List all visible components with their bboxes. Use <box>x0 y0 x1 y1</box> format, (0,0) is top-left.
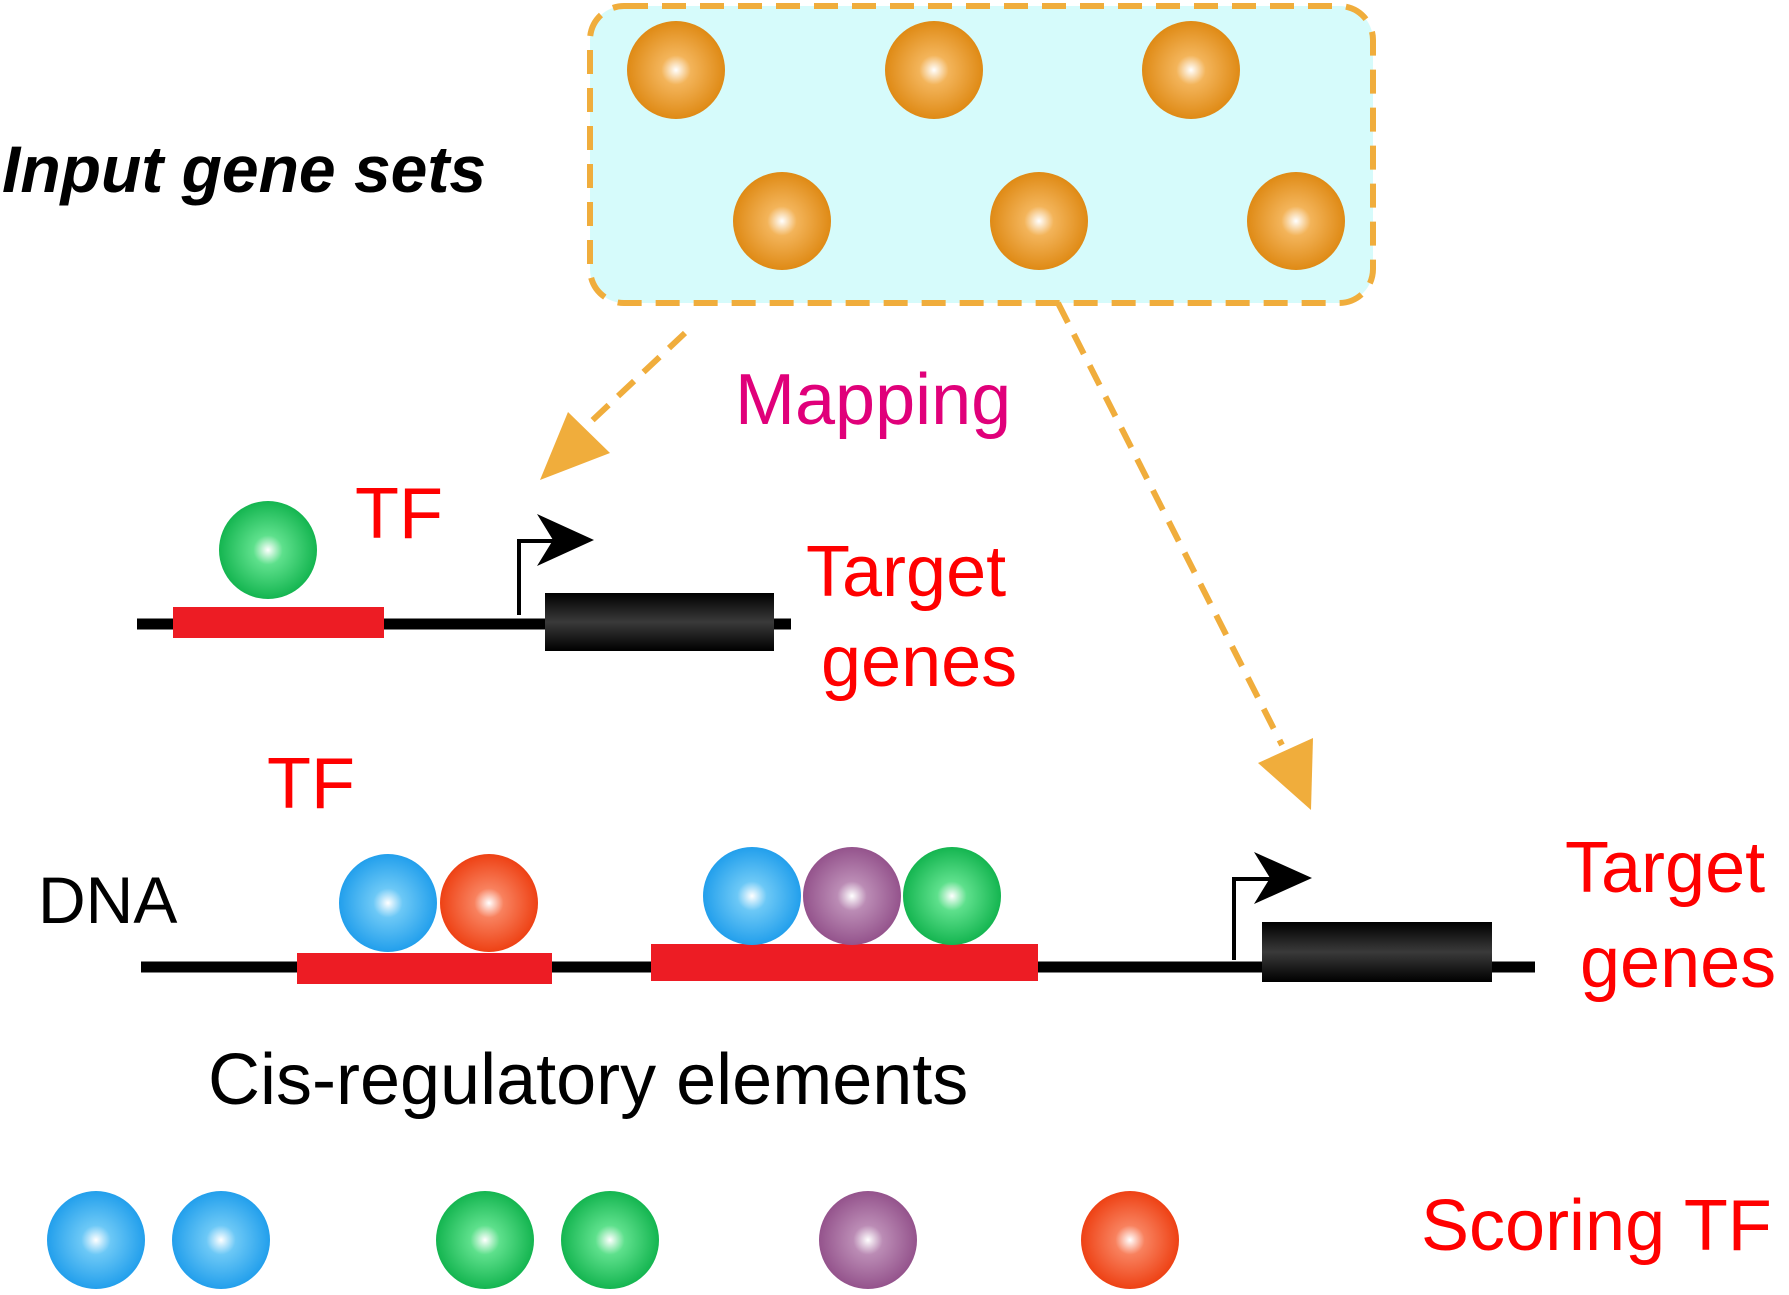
mapping-arrow-left <box>577 330 688 435</box>
gene-block-top <box>545 593 774 651</box>
target-genes-label-bottom-line2: genes <box>1580 923 1776 1003</box>
mapping-arrowhead-left-icon <box>540 412 610 480</box>
cis-element-bottom-2 <box>651 944 1038 981</box>
tss-arrowhead-bottom-icon <box>1254 852 1312 904</box>
gene-sphere-icon <box>627 21 725 119</box>
tf-green-sphere-icon <box>903 847 1001 945</box>
scoring-tf-blue-sphere-icon <box>172 1191 270 1289</box>
tss-arrowhead-top-icon <box>537 514 594 566</box>
target-genes-label-bottom-line1: Target <box>1565 828 1765 908</box>
tf-label-top: TF <box>355 474 443 554</box>
cis-regulatory-elements-label: Cis-regulatory elements <box>208 1040 968 1120</box>
tf-green-sphere-icon <box>219 501 317 599</box>
gene-sphere-icon <box>1142 21 1240 119</box>
mapping-arrow-right <box>1055 301 1285 747</box>
gene-sphere-icon <box>990 172 1088 270</box>
scoring-tf-blue-sphere-icon <box>47 1191 145 1289</box>
mapping-label: Mapping <box>735 360 1011 440</box>
scoring-tf-purple-sphere-icon <box>819 1191 917 1289</box>
scoring-tf-green-sphere-icon <box>436 1191 534 1289</box>
cis-element-bottom-1 <box>297 953 552 984</box>
dna-label: DNA <box>38 863 177 937</box>
mapping-arrowhead-right-icon <box>1258 738 1313 810</box>
target-genes-label-top-line2: genes <box>821 622 1017 702</box>
tf-purple-sphere-icon <box>803 847 901 945</box>
tf-label-bottom: TF <box>267 744 355 824</box>
scoring-tf-red-sphere-icon <box>1081 1191 1179 1289</box>
tf-blue-sphere-icon <box>703 847 801 945</box>
input-gene-sets-label: Input gene sets <box>2 132 486 206</box>
gene-block-bottom <box>1262 922 1492 982</box>
tf-red-sphere-icon <box>440 854 538 952</box>
tss-arrow-bottom-icon <box>1232 877 1275 960</box>
tf-blue-sphere-icon <box>339 854 437 952</box>
target-genes-label-top-line1: Target <box>806 532 1006 612</box>
scoring-tf-label: Scoring TF <box>1421 1186 1772 1266</box>
tss-arrow-top-icon <box>517 539 560 615</box>
scoring-tf-green-sphere-icon <box>561 1191 659 1289</box>
gene-sphere-icon <box>733 172 831 270</box>
gene-sphere-icon <box>1247 172 1345 270</box>
gene-sphere-icon <box>885 21 983 119</box>
cis-element-top <box>173 607 384 638</box>
